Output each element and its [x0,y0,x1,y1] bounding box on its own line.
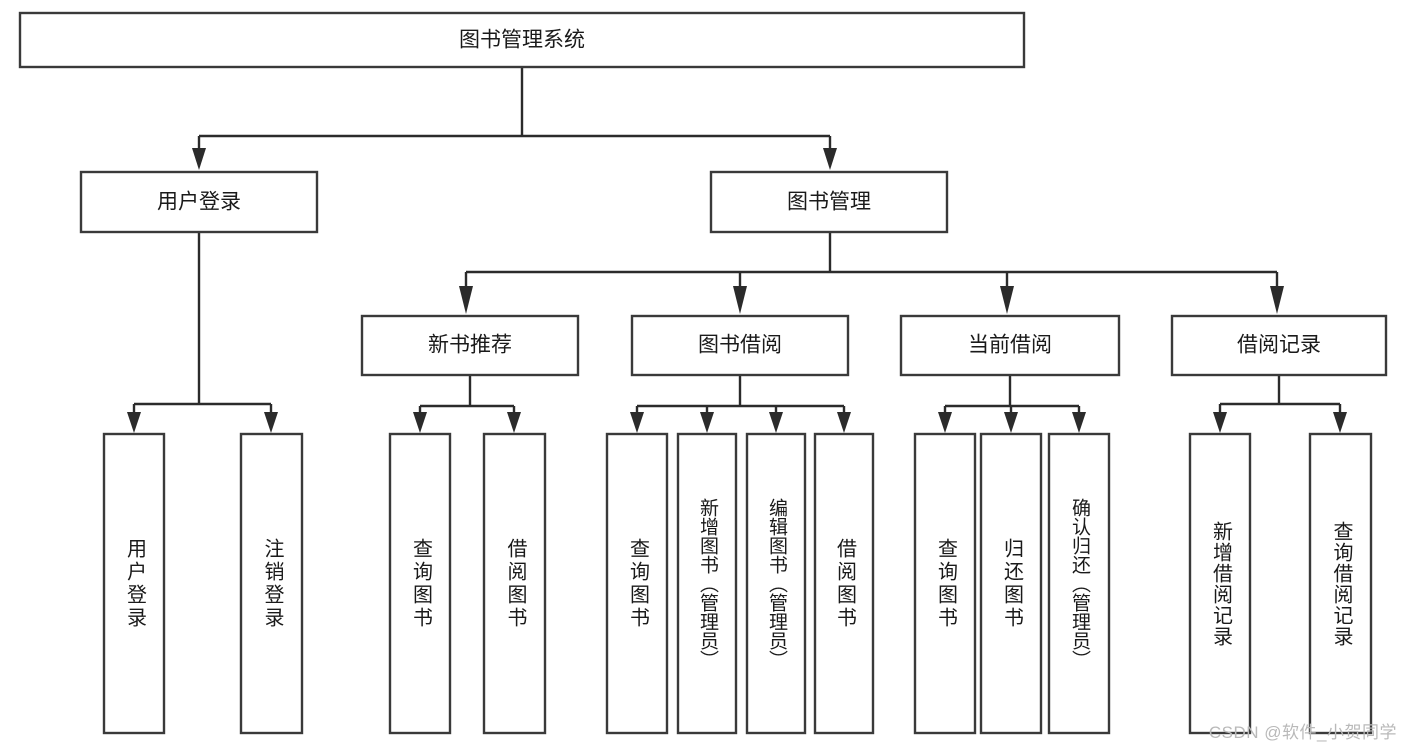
arrow-head-new-book-rec [459,286,473,314]
connector-group-new-book-rec [413,375,521,433]
arrow-head-borrow-record [1270,286,1284,314]
arrow-head-book-manage [823,148,837,170]
leaf-add-book-box[interactable] [676,432,738,735]
node-book-borrow-label: 图书借阅 [698,334,782,357]
arrow-head-leaf-query-book-1 [413,412,427,433]
node-root-label: 图书管理系统 [459,29,585,52]
node-book-manage-box[interactable] [709,170,949,234]
arrow-head-book-borrow [733,286,747,314]
node-current-borrow-label: 当前借阅 [968,334,1052,357]
node-root-box[interactable] [18,11,1026,69]
arrow-head-leaf-query-book-2 [630,412,644,433]
node-new-book-rec[interactable]: 新书推荐 [360,314,580,377]
arrow-head-leaf-user-login [127,412,141,433]
leaf-borrow-book-2-box[interactable] [813,432,875,735]
node-book-borrow[interactable]: 图书借阅 [630,314,850,377]
node-user-login-box[interactable] [79,170,319,234]
arrow-head-leaf-borrow-book-1 [507,412,521,433]
arrow-head-current-borrow [1000,286,1014,314]
arrow-head-leaf-edit-book [769,412,783,433]
leaf-query-book-3-box[interactable] [913,432,977,735]
leaf-query-book-2-box[interactable] [605,432,669,735]
leaf-user-logout-box[interactable] [239,432,304,735]
node-book-manage-label: 图书管理 [787,191,871,214]
arrow-head-leaf-confirm-return [1072,412,1086,433]
arrow-head-leaf-add-book [700,412,714,433]
leaf-add-record-box[interactable] [1188,432,1252,735]
leaf-return-book-box[interactable] [979,432,1043,735]
node-book-borrow-box[interactable] [630,314,850,377]
node-book-manage[interactable]: 图书管理 [709,170,949,234]
node-root[interactable]: 图书管理系统 [18,11,1026,69]
node-user-login[interactable]: 用户登录 [79,170,319,234]
node-borrow-record-label: 借阅记录 [1237,334,1321,357]
arrow-head-leaf-add-record [1213,412,1227,433]
connector-group-root [192,67,837,170]
arrow-head-leaf-borrow-book-2 [837,412,851,433]
leaf-boxes [102,432,1373,735]
leaf-edit-book-box[interactable] [745,432,807,735]
arrow-head-user-login [192,148,206,170]
node-user-login-label: 用户登录 [157,191,241,214]
node-current-borrow[interactable]: 当前借阅 [899,314,1121,377]
node-new-book-rec-box[interactable] [360,314,580,377]
arrow-head-leaf-query-record [1333,412,1347,433]
csdn-watermark: CSDN @软件_小贺同学 [1208,723,1397,742]
connector-group-book-manage [459,232,1284,314]
connector-group-borrow-record [1213,375,1347,433]
leaf-query-book-1-box[interactable] [388,432,452,735]
node-borrow-record[interactable]: 借阅记录 [1170,314,1388,377]
leaf-confirm-return-box[interactable] [1047,432,1111,735]
leaf-borrow-book-1-box[interactable] [482,432,547,735]
leaf-user-login-box[interactable] [102,432,166,735]
arrow-head-leaf-return-book [1004,412,1018,433]
connector-group-user-login [127,232,278,433]
arrow-head-leaf-user-logout [264,412,278,433]
node-current-borrow-box[interactable] [899,314,1121,377]
node-borrow-record-box[interactable] [1170,314,1388,377]
arrow-head-leaf-query-book-3 [938,412,952,433]
leaf-query-record-box[interactable] [1308,432,1373,735]
connector-group-current-borrow [938,375,1086,433]
node-new-book-rec-label: 新书推荐 [428,334,512,357]
connector-group-book-borrow [630,375,851,433]
